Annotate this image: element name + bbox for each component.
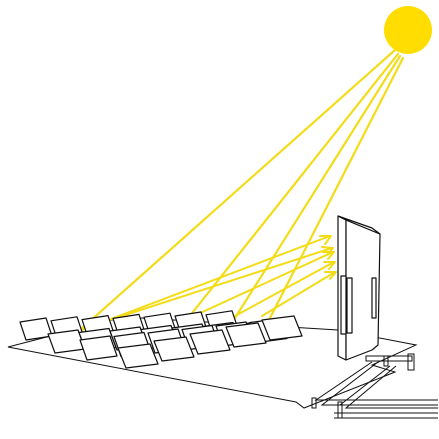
pipe-lower-run [339,365,391,406]
pipelines [311,353,438,419]
pipe-joint [407,353,415,371]
incident-ray [233,54,402,320]
ray-arrowhead [323,261,336,270]
reflected-ray [261,271,336,317]
ray-arrowhead [324,271,337,280]
heliostat-mirror [225,322,267,348]
incident-ray [78,48,397,332]
tower-window-right [371,277,377,319]
pipe-upper-run [314,361,438,401]
heliostat-mirror [261,315,303,341]
tower-top [337,215,381,235]
incident-ray [268,56,405,320]
ray-arrowhead [322,251,335,260]
pipe-upper [365,355,413,362]
receiver-tower [337,215,381,361]
heliostat-mirror [189,329,231,355]
heliostat-mirror [19,317,53,341]
pipe-lower-run [344,365,438,409]
tower-window-left [340,275,347,335]
heliostat-mirror [117,343,159,369]
incident-rays [78,48,405,332]
reflected-ray [234,261,335,317]
reflected-ray [184,251,334,321]
sun-icon [384,6,432,54]
heliostat-mirror [153,336,195,362]
ray-arrowhead [319,235,332,245]
heliostat-mirror [79,335,118,361]
tower-window-inner [346,277,353,334]
reflected-rays [65,235,337,337]
pipe-joint [383,355,389,367]
pipe-joint [311,397,317,409]
heliostat-field [19,310,303,369]
pipe-upper-run [320,361,438,406]
pipe-joint [337,401,343,419]
reflected-ray [84,247,333,329]
